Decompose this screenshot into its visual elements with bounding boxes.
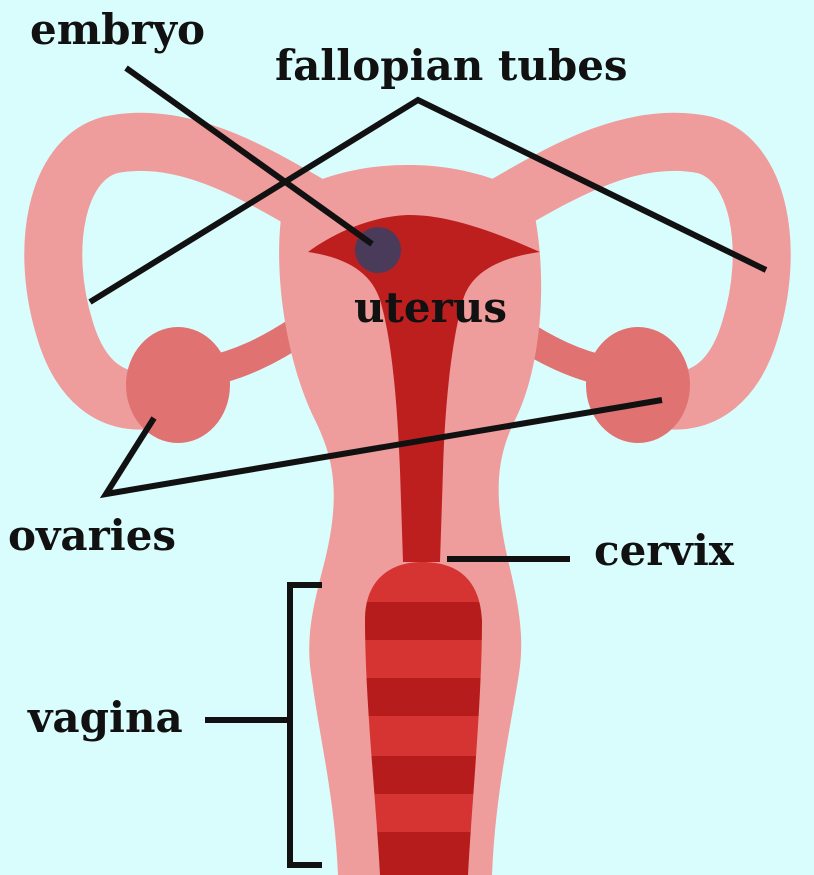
ovaries-label: ovaries xyxy=(8,511,176,560)
embryo-label: embryo xyxy=(30,5,205,54)
right-ovary xyxy=(586,327,690,443)
fallopian-tubes-label: fallopian tubes xyxy=(275,41,628,90)
left-ovary xyxy=(126,327,230,443)
vagina-label: vagina xyxy=(27,693,183,742)
cervix-label: cervix xyxy=(594,526,735,575)
uterus-label: uterus xyxy=(354,283,507,332)
